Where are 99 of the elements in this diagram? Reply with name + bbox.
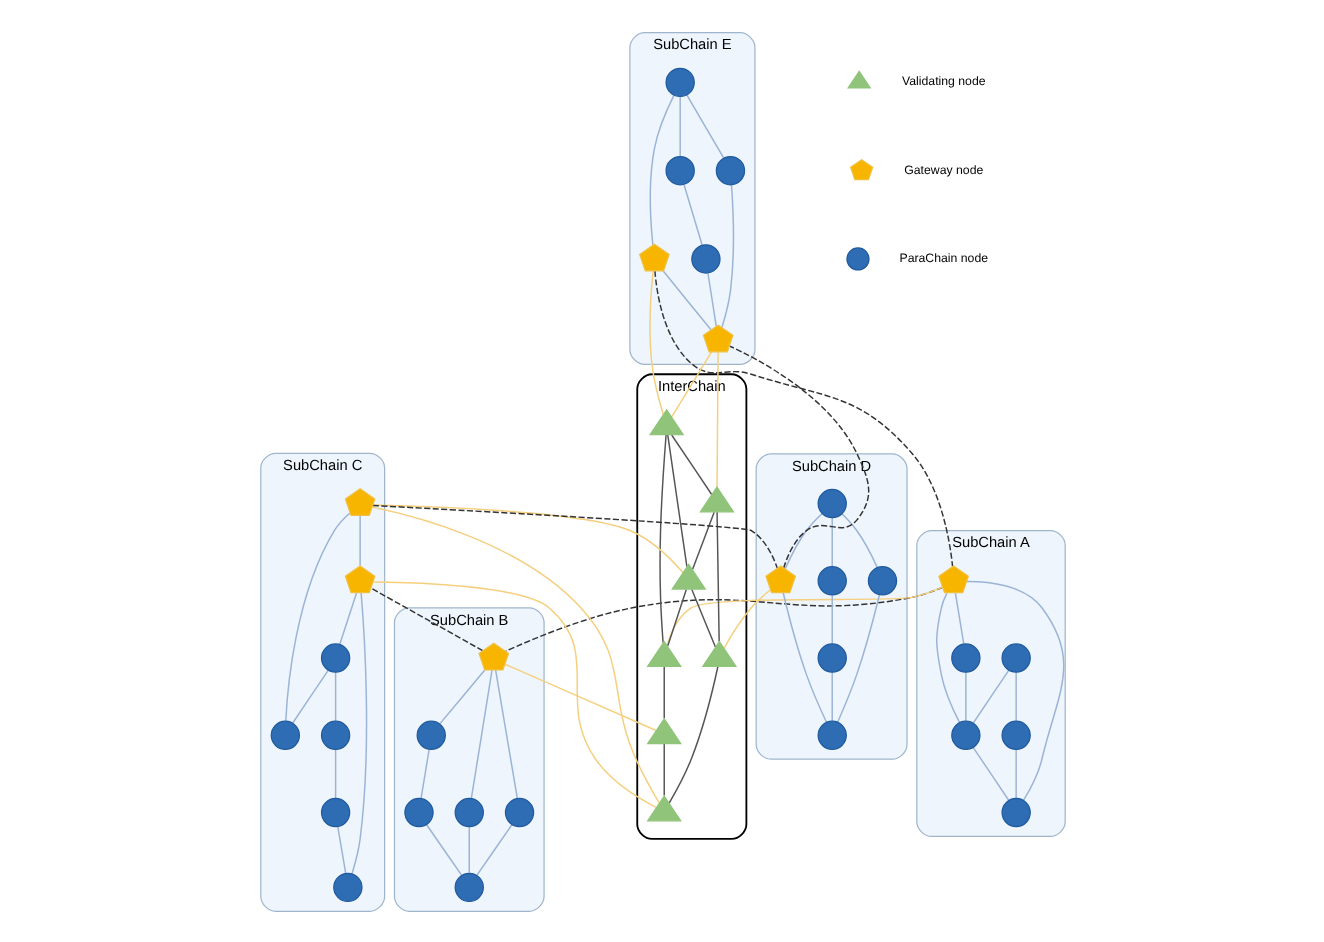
- node-circle: [950, 642, 980, 672]
- node-triangle: [645, 716, 681, 744]
- node-circle: [403, 796, 433, 827]
- node-triangle: [670, 562, 706, 589]
- connector: [419, 747, 429, 799]
- connector: [690, 587, 716, 647]
- connector: [662, 742, 664, 796]
- connector: [493, 668, 518, 799]
- connector: [336, 825, 346, 874]
- connector: [1014, 670, 1016, 721]
- node-pentagon: [343, 564, 375, 593]
- connector: [830, 670, 832, 721]
- connector: [350, 591, 367, 874]
- connector: [971, 745, 1009, 800]
- connector: [722, 588, 770, 648]
- connector: [666, 433, 687, 567]
- connector: [678, 94, 680, 156]
- node-circle: [1000, 719, 1030, 750]
- node-circle: [866, 565, 897, 595]
- node-triangle: [645, 639, 681, 666]
- connector: [715, 510, 719, 642]
- connector: [715, 350, 718, 487]
- connector: [469, 668, 492, 799]
- connector: [369, 586, 483, 651]
- node-circle: [816, 642, 846, 672]
- node-circle: [503, 796, 534, 827]
- node-circle: [319, 719, 350, 750]
- connector: [358, 513, 360, 566]
- node-triangle: [645, 793, 681, 821]
- connector: [830, 516, 832, 567]
- connector: [682, 182, 702, 245]
- node-pentagon: [637, 242, 669, 271]
- connector: [666, 587, 687, 646]
- connector: [964, 670, 966, 721]
- connector: [424, 823, 462, 875]
- node-circle: [664, 154, 694, 185]
- connector: [727, 344, 869, 568]
- connector: [1014, 747, 1016, 799]
- connector: [720, 183, 734, 328]
- connector: [284, 511, 350, 721]
- connector: [371, 503, 777, 568]
- connector: [648, 269, 664, 415]
- node-triangle: [700, 639, 737, 666]
- connector: [467, 825, 469, 873]
- connector: [781, 591, 827, 722]
- node-circle: [950, 719, 980, 750]
- connector: [662, 665, 664, 719]
- node-pentagon: [477, 641, 509, 670]
- connector: [665, 585, 943, 645]
- node-circle: [332, 871, 362, 902]
- connector: [438, 668, 485, 724]
- node-circle: [1000, 642, 1030, 672]
- connector: [371, 580, 656, 808]
- node-circle: [415, 719, 445, 750]
- node-circle: [453, 871, 483, 902]
- node-pentagon: [701, 323, 733, 352]
- connector: [690, 510, 714, 570]
- node-circle: [453, 796, 483, 827]
- node-pentagon: [764, 564, 796, 593]
- node-circle: [816, 487, 846, 518]
- connector: [669, 433, 712, 495]
- connector: [685, 93, 724, 158]
- connector: [333, 747, 336, 799]
- node-circle: [816, 565, 846, 595]
- connector: [661, 269, 711, 330]
- connector: [338, 591, 357, 644]
- connector: [965, 579, 1064, 801]
- connector: [830, 593, 832, 644]
- connector: [971, 668, 1009, 723]
- connector: [658, 433, 666, 643]
- connector: [667, 665, 718, 803]
- node-circle: [714, 154, 745, 185]
- node-circle: [690, 243, 720, 273]
- node-triangle: [647, 407, 684, 435]
- node-pentagon: [937, 564, 969, 593]
- connector: [648, 93, 674, 245]
- node-circle: [319, 796, 350, 827]
- connector: [706, 271, 716, 327]
- node-circle: [664, 66, 694, 97]
- node-circle: [816, 719, 846, 750]
- connector: [783, 511, 822, 569]
- connector: [935, 591, 960, 723]
- connector: [653, 269, 953, 567]
- connector: [475, 823, 512, 875]
- connector: [953, 591, 964, 644]
- node-pentagon: [343, 487, 375, 516]
- connector: [669, 350, 712, 417]
- node-circle: [269, 719, 300, 750]
- connector: [503, 662, 656, 731]
- node-triangle: [698, 484, 734, 512]
- node-circle: [1000, 796, 1030, 827]
- connector: [836, 593, 880, 722]
- node-circle: [319, 642, 350, 672]
- connector: [371, 503, 683, 573]
- connector: [333, 670, 336, 721]
- connector: [291, 668, 328, 723]
- connector: [370, 505, 659, 803]
- connector: [840, 512, 877, 568]
- connector: [503, 585, 943, 651]
